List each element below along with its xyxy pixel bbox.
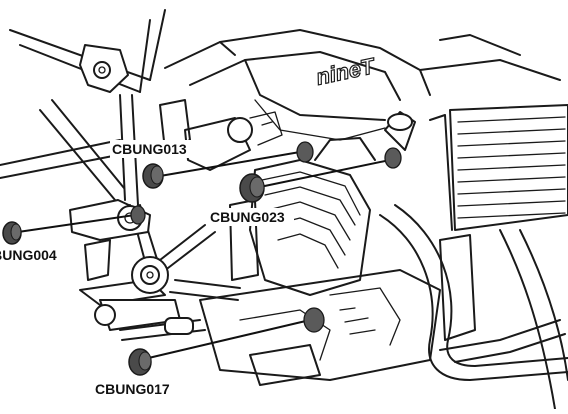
bungs <box>2 141 402 376</box>
oil-cooler <box>429 104 568 341</box>
bung-installed-013 <box>296 141 314 163</box>
throttle-body <box>159 99 283 171</box>
front-fork <box>499 229 568 410</box>
engine-cylinder <box>229 137 376 296</box>
exhaust-headers <box>379 204 568 381</box>
bung-cbung004 <box>2 221 22 245</box>
label-cbung004: CBUNG004 <box>0 247 57 263</box>
leader-cbung017 <box>139 319 311 361</box>
pivot-plate <box>131 224 216 294</box>
bung-installed-017 <box>303 307 325 333</box>
bung-installed-004 <box>130 205 146 225</box>
leader-cbung004 <box>17 214 136 233</box>
tank-logo: nineT <box>314 53 378 90</box>
leader-lines <box>17 151 391 361</box>
label-cbung023: CBUNG023 <box>210 209 285 225</box>
label-cbung013: CBUNG013 <box>112 141 187 157</box>
leader-cbung013 <box>159 151 301 177</box>
steering-head <box>384 111 416 151</box>
bung-cbung017 <box>128 348 152 376</box>
engine-crankcase <box>169 269 441 386</box>
bung-cbung023 <box>239 173 265 203</box>
frame-gusset <box>79 44 129 93</box>
label-cbung017: CBUNG017 <box>95 381 170 397</box>
footrest-bracket <box>69 199 206 341</box>
callout-labels: CBUNG013 CBUNG023 CBUNG004 CBUNG017 <box>0 140 294 398</box>
bung-installed-023 <box>384 147 402 169</box>
bung-cbung013 <box>142 163 164 189</box>
leader-cbung023 <box>254 159 391 189</box>
